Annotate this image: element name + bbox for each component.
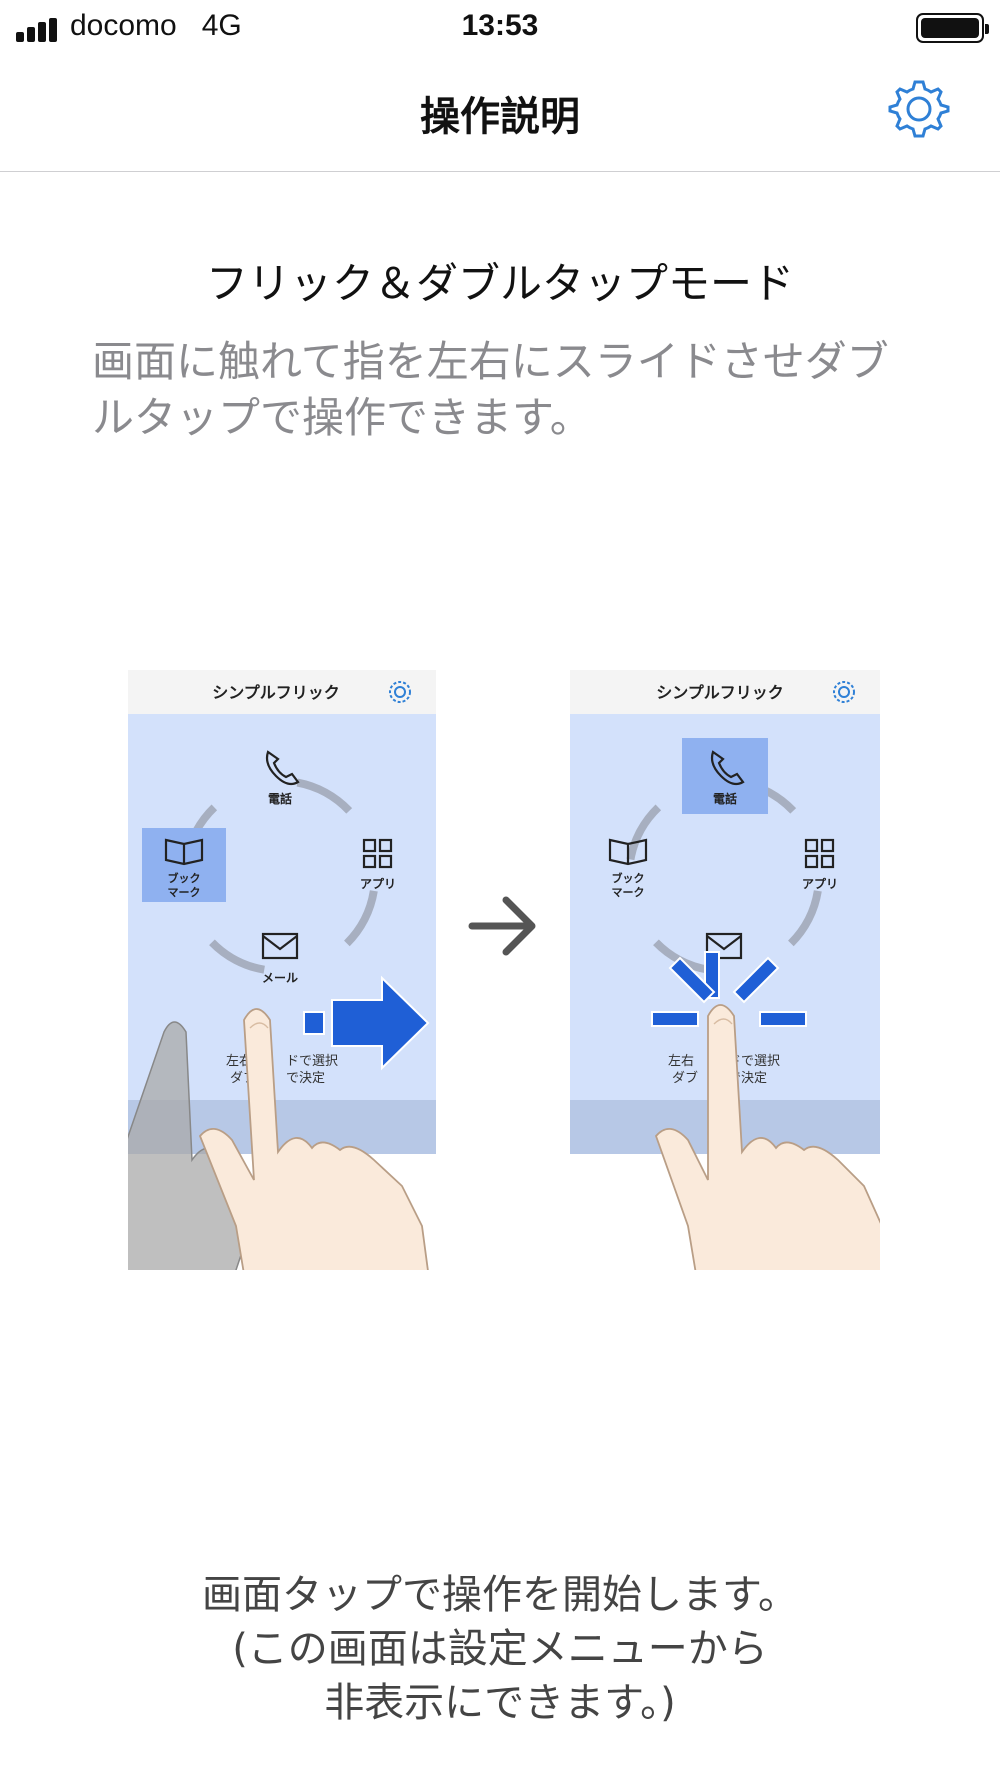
book-icon <box>164 838 204 866</box>
right-skin-hand <box>654 1004 880 1270</box>
navigation-bar: 操作説明 <box>0 56 1000 172</box>
right-bookmark-item: ブック マーク <box>608 838 648 899</box>
left-bookmark-label-1: ブック <box>168 871 201 885</box>
right-hint-2a: ダブ <box>672 1070 698 1086</box>
right-apps-label: アプリ <box>802 876 838 891</box>
left-screen-title: シンプルフリック <box>212 683 340 702</box>
phone-icon <box>265 750 300 786</box>
carrier-label: docomo 4G <box>70 9 242 42</box>
footer-instruction[interactable]: 画面タップで操作を開始します。 (この画面は設定メニューから 非表示にできます。… <box>0 1568 1000 1730</box>
left-apps-label: アプリ <box>360 876 396 891</box>
grid-icon <box>362 838 393 869</box>
page-title: 操作説明 <box>420 94 580 140</box>
phone-icon <box>710 750 745 786</box>
book-icon <box>608 838 648 866</box>
mode-description: 画面に触れて指を左右にスライドさせダブルタップで操作できます。 <box>92 337 889 442</box>
left-hint-2b: で決定 <box>286 1071 325 1086</box>
left-phone-item: 電話 <box>265 750 300 806</box>
right-apps-item: アプリ <box>802 838 838 891</box>
signal-strength-icon <box>16 18 62 42</box>
right-bookmark-label-2: マーク <box>612 886 645 899</box>
left-hint-1b: ドで選択 <box>286 1054 338 1069</box>
right-hint-1a: 左右 <box>668 1054 694 1069</box>
left-mail-item: メール <box>261 932 299 985</box>
left-mail-label: メール <box>262 971 298 985</box>
grid-icon <box>804 838 835 869</box>
right-phone-item: 電話 <box>710 750 745 806</box>
next-step-arrow-icon <box>468 896 536 956</box>
right-phone-label: 電話 <box>713 791 737 806</box>
mail-icon <box>705 932 743 960</box>
skin-hand <box>198 1008 429 1270</box>
mail-icon <box>261 932 299 960</box>
settings-button[interactable] <box>886 76 952 142</box>
right-mail-item <box>705 932 743 960</box>
footer-line-3: 非表示にできます。) <box>324 1680 676 1726</box>
status-time: 13:53 <box>461 9 539 42</box>
gear-icon <box>888 80 950 138</box>
illustration-graphic: シンプルフリック 電話 ブック マーク <box>128 670 880 1270</box>
double-tap-burst-icon <box>651 951 807 1027</box>
right-screen-title: シンプルフリック <box>656 683 784 702</box>
status-bar: docomo 4G 13:53 <box>0 0 1000 56</box>
right-hint-1b: ドで選択 <box>728 1054 780 1069</box>
instruction-illustration: シンプルフリック 電話 ブック マーク <box>110 660 900 1280</box>
left-phone-label: 電話 <box>268 791 292 806</box>
flick-arrow-icon <box>303 975 430 1071</box>
right-screen-gear-icon <box>833 681 855 703</box>
left-apps-item: アプリ <box>360 838 396 891</box>
footer-line-1: 画面タップで操作を開始します。 <box>202 1572 798 1618</box>
footer-line-2: (この画面は設定メニューから <box>232 1626 768 1672</box>
left-bookmark-item: ブック マーク <box>164 838 204 899</box>
battery-icon <box>916 13 989 43</box>
right-bookmark-label-1: ブック <box>612 871 645 885</box>
mode-title: フリック＆ダブルタップモード <box>205 259 794 308</box>
left-bookmark-label-2: マーク <box>168 886 201 899</box>
left-screen-gear-icon <box>389 681 411 703</box>
